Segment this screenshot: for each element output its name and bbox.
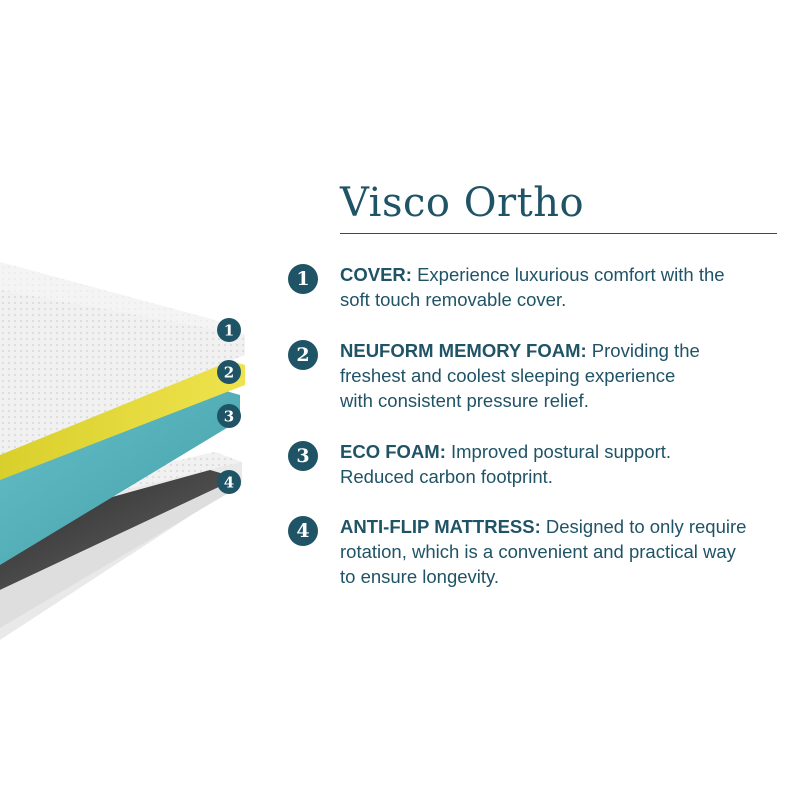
mattress-badge-4: 4: [217, 470, 241, 494]
feature-text: COVER: Experience luxurious comfort with…: [340, 262, 778, 312]
product-title: Visco Ortho: [340, 180, 585, 226]
feature-anti-flip: 4 ANTI-FLIP MATTRESS: Designed to only r…: [288, 514, 778, 589]
title-divider: [340, 233, 777, 234]
feature-line: Designed to only require: [540, 516, 747, 537]
feature-number-badge: 4: [288, 516, 318, 546]
mattress-badge-1-label: 1: [224, 322, 234, 340]
mattress-badge-1: 1: [217, 318, 241, 342]
feature-heading: ANTI-FLIP MATTRESS:: [340, 516, 541, 537]
feature-line: Reduced carbon footprint.: [340, 466, 553, 487]
feature-text: NEUFORM MEMORY FOAM: Providing the fresh…: [340, 338, 778, 413]
feature-heading: ECO FOAM:: [340, 441, 446, 462]
feature-line: to ensure longevity.: [340, 566, 500, 587]
feature-heading: NEUFORM MEMORY FOAM:: [340, 340, 587, 361]
feature-line: soft touch removable cover.: [340, 289, 567, 310]
feature-line: freshest and coolest sleeping experience: [340, 365, 676, 386]
mattress-badge-4-label: 4: [224, 474, 234, 492]
feature-cover: 1 COVER: Experience luxurious comfort wi…: [288, 262, 778, 312]
layer-eco-foam: [0, 385, 240, 565]
mattress-badge-2: 2: [217, 360, 241, 384]
feature-number-badge: 2: [288, 340, 318, 370]
feature-text: ANTI-FLIP MATTRESS: Designed to only req…: [340, 514, 778, 589]
feature-line: Experience luxurious comfort with the: [411, 264, 725, 285]
mattress-badge-3-label: 3: [224, 408, 234, 426]
mattress-badge-2-label: 2: [224, 364, 234, 382]
feature-number-badge: 3: [288, 441, 318, 471]
feature-memory-foam: 2 NEUFORM MEMORY FOAM: Providing the fre…: [288, 338, 778, 413]
mattress-badge-3: 3: [217, 404, 241, 428]
feature-line: with consistent pressure relief.: [340, 390, 589, 411]
feature-heading: COVER:: [340, 264, 412, 285]
layer-cover: [0, 262, 245, 455]
feature-text: ECO FOAM: Improved postural support. Red…: [340, 439, 778, 489]
feature-line: Improved postural support.: [445, 441, 672, 462]
feature-number-badge: 1: [288, 264, 318, 294]
feature-line: Providing the: [586, 340, 700, 361]
feature-line: rotation, which is a convenient and prac…: [340, 541, 736, 562]
layer-memory-foam: [0, 355, 245, 480]
feature-eco-foam: 3 ECO FOAM: Improved postural support. R…: [288, 439, 778, 489]
